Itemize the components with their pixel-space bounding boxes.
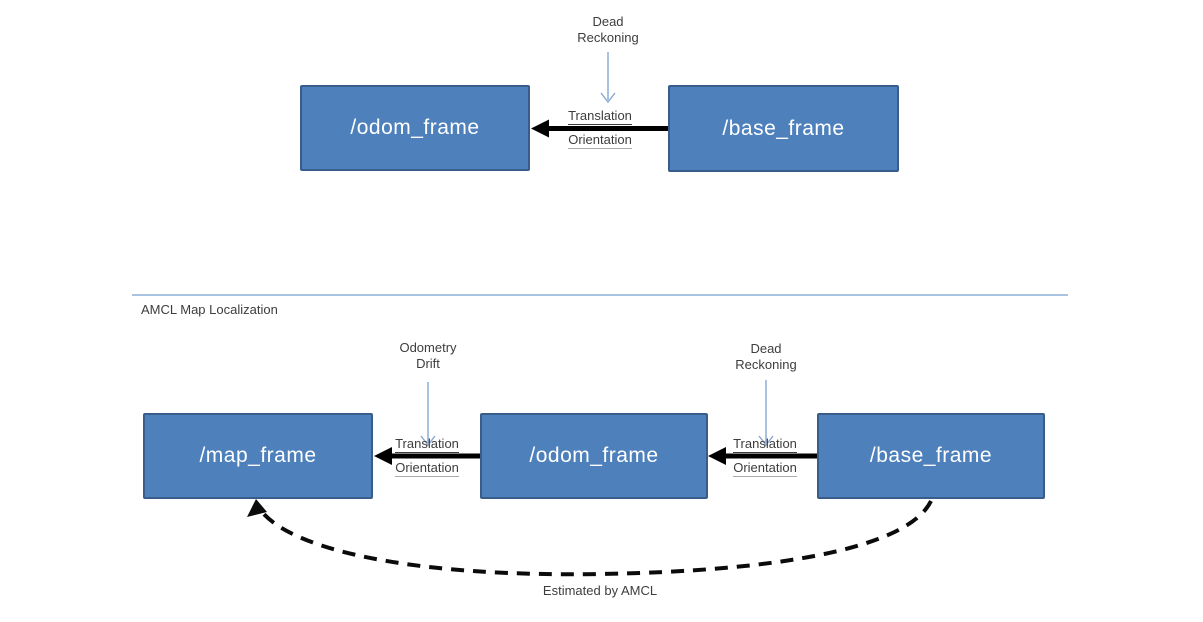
orientation-label-top: Orientation xyxy=(550,131,650,149)
dead-reckoning-line2: Reckoning xyxy=(577,30,639,45)
orientation-label-map-odom: Orientation xyxy=(377,459,477,477)
odometry-drift-line2: Drift xyxy=(416,356,440,371)
translation-text: Translation xyxy=(395,436,459,453)
base-frame-node-top: /base_frame xyxy=(668,85,899,172)
orientation-text: Orientation xyxy=(733,460,797,477)
estimated-by-amcl-label: Estimated by AMCL xyxy=(542,583,658,598)
odometry-drift-label: Odometry Drift xyxy=(358,340,498,372)
odometry-drift-line1: Odometry xyxy=(399,340,457,355)
dead-reckoning-line2: Reckoning xyxy=(735,357,797,372)
translation-text: Translation xyxy=(733,436,797,453)
odom-frame-node-top: /odom_frame xyxy=(300,85,530,171)
section-title: AMCL Map Localization xyxy=(141,302,278,317)
odom-frame-node-bottom: /odom_frame xyxy=(480,413,708,499)
dead-reckoning-line1: Dead xyxy=(750,341,782,356)
orientation-text: Orientation xyxy=(395,460,459,477)
translation-label-map-odom: Translation xyxy=(377,435,477,453)
section-divider-line xyxy=(132,294,1068,296)
base-frame-node-bottom: /base_frame xyxy=(817,413,1045,499)
orientation-text: Orientation xyxy=(568,132,632,149)
dead-reckoning-label-top: Dead Reckoning xyxy=(538,14,678,46)
translation-label-top: Translation xyxy=(550,107,650,125)
dead-reckoning-label-bottom: Dead Reckoning xyxy=(696,341,836,373)
translation-text: Translation xyxy=(568,108,632,125)
map-frame-node: /map_frame xyxy=(143,413,373,499)
translation-label-odom-base: Translation xyxy=(715,435,815,453)
dead-reckoning-line1: Dead xyxy=(592,14,624,29)
down-arrow-dead-reckoning-top xyxy=(600,52,616,104)
orientation-label-odom-base: Orientation xyxy=(715,459,815,477)
dashed-arc-estimated-by-amcl xyxy=(247,499,933,577)
